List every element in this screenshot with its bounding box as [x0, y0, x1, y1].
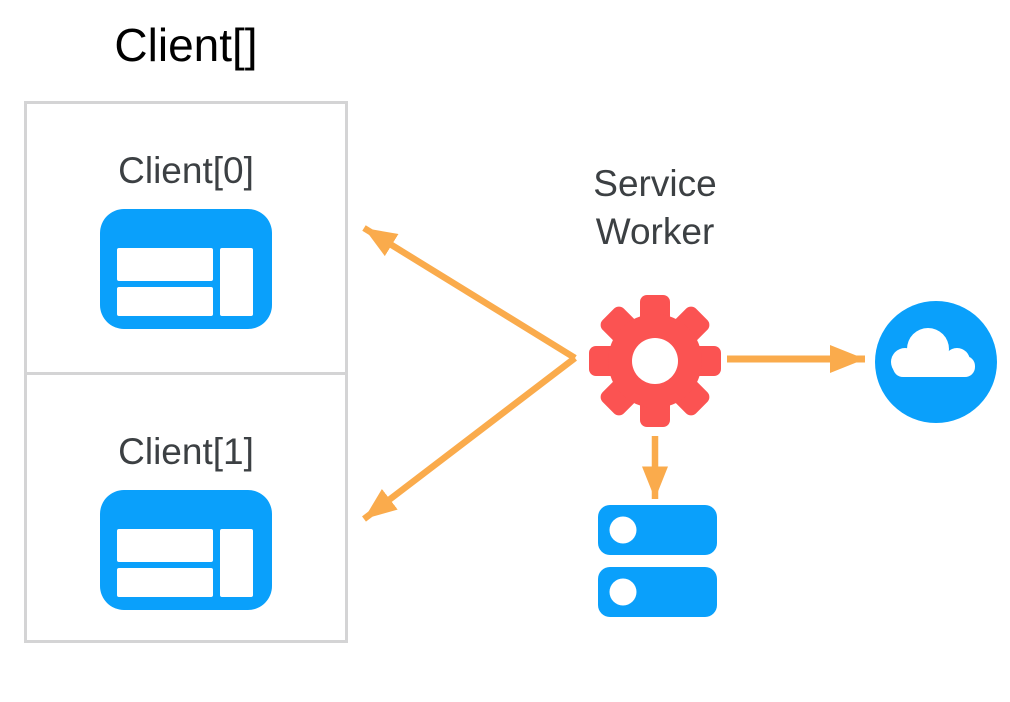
client-1-label: Client[1]	[118, 431, 254, 472]
client-box-0: Client[0]	[24, 101, 348, 375]
client-box-1: Client[1]	[24, 372, 348, 643]
client-0-label: Client[0]	[118, 150, 254, 191]
diagram-title: Client[]	[114, 19, 258, 71]
service-worker-label: Service Worker	[593, 163, 717, 253]
cloud-icon	[875, 301, 997, 423]
client-stack: Client[0] Client[1]	[24, 101, 348, 643]
browser-window-icon	[100, 209, 272, 329]
storage-server-icon	[598, 505, 717, 617]
arrow-to-client-1	[362, 355, 577, 522]
browser-window-icon	[100, 490, 272, 610]
arrow-to-client-0	[362, 225, 577, 361]
gear-icon	[589, 295, 721, 427]
